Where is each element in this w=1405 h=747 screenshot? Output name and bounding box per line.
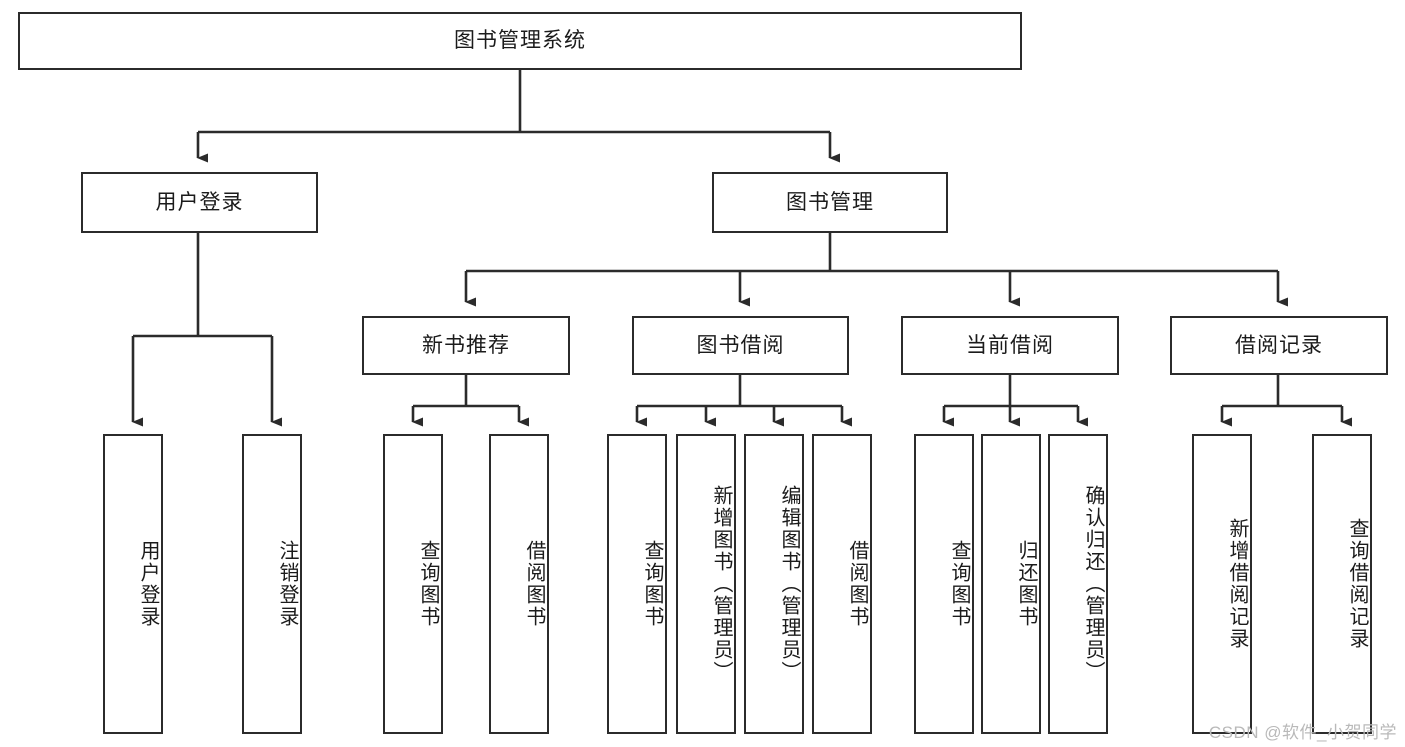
node-label: 编辑图书（管理员）: [778, 485, 800, 683]
node-label: 借阅图书: [846, 540, 868, 628]
node-label: 新增图书（管理员）: [710, 485, 732, 683]
node-label: 查询图书: [417, 540, 439, 628]
node-label: 图书管理系统: [454, 29, 586, 53]
csdn-watermark: CSDN @软件_小贺同学: [1208, 723, 1397, 742]
node-book-borrow[interactable]: 图书借阅: [632, 316, 849, 375]
leaf-new-book-borrow-book[interactable]: 借阅图书: [489, 434, 549, 734]
leaf-book-borrow-borrow-book[interactable]: 借阅图书: [812, 434, 872, 734]
leaf-borrow-record-add-record[interactable]: 新增借阅记录: [1192, 434, 1252, 734]
node-label: 用户登录: [155, 190, 244, 214]
leaf-current-borrow-query-book[interactable]: 查询图书: [914, 434, 974, 734]
node-label: 图书借阅: [696, 333, 785, 357]
node-label: 用户登录: [137, 540, 159, 628]
leaf-current-borrow-return-book[interactable]: 归还图书: [981, 434, 1041, 734]
leaf-current-borrow-confirm-return-admin[interactable]: 确认归还（管理员）: [1048, 434, 1108, 734]
leaf-book-borrow-add-book-admin[interactable]: 新增图书（管理员）: [676, 434, 736, 734]
leaf-borrow-record-query-record[interactable]: 查询借阅记录: [1312, 434, 1372, 734]
node-label: 归还图书: [1015, 540, 1037, 628]
node-label: 注销登录: [276, 540, 298, 628]
node-label: 当前借阅: [966, 333, 1054, 357]
node-label: 查询图书: [948, 540, 970, 628]
node-label: 图书管理: [786, 190, 874, 214]
leaf-book-borrow-query-book[interactable]: 查询图书: [607, 434, 667, 734]
node-label: 新增借阅记录: [1226, 518, 1248, 650]
node-label: 查询借阅记录: [1346, 518, 1368, 650]
node-label: 查询图书: [641, 540, 663, 628]
node-label: 确认归还（管理员）: [1082, 485, 1104, 683]
node-label: 新书推荐: [422, 333, 510, 357]
node-root-book-management-system[interactable]: 图书管理系统: [18, 12, 1022, 70]
node-user-login[interactable]: 用户登录: [81, 172, 318, 233]
node-book-management[interactable]: 图书管理: [712, 172, 948, 233]
node-current-borrow[interactable]: 当前借阅: [901, 316, 1119, 375]
node-new-book-recommend[interactable]: 新书推荐: [362, 316, 570, 375]
node-label: 借阅记录: [1235, 333, 1323, 357]
node-label: 借阅图书: [523, 540, 545, 628]
leaf-new-book-query-book[interactable]: 查询图书: [383, 434, 443, 734]
leaf-user-login-logout[interactable]: 注销登录: [242, 434, 302, 734]
leaf-book-borrow-edit-book-admin[interactable]: 编辑图书（管理员）: [744, 434, 804, 734]
node-borrow-record[interactable]: 借阅记录: [1170, 316, 1388, 375]
leaf-user-login-login[interactable]: 用户登录: [103, 434, 163, 734]
